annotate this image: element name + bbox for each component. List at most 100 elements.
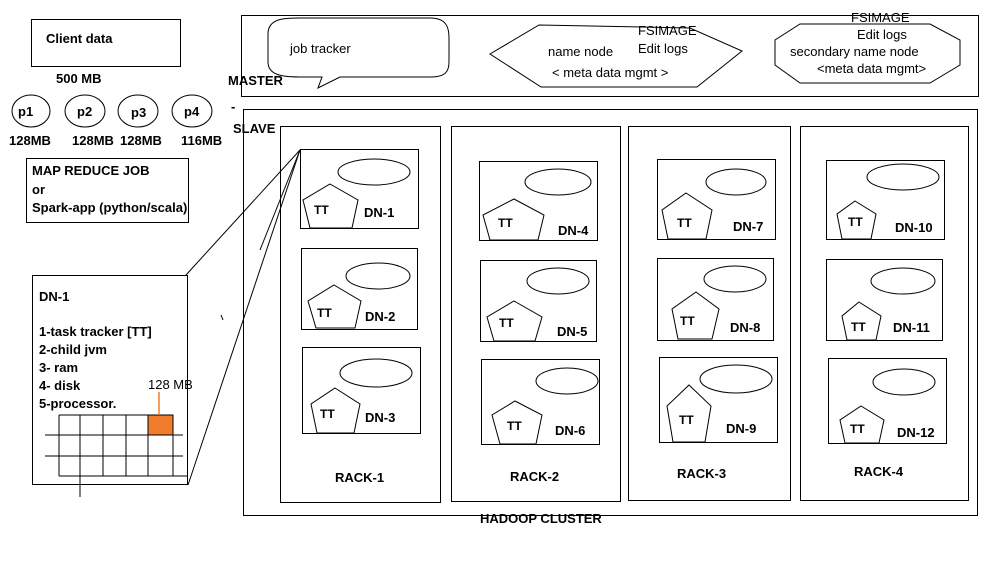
tt-label-3: TT [320,407,335,421]
partition-p3-label: p3 [131,105,147,120]
tt-label-10: TT [848,215,863,229]
dn-2-ellipse [345,262,411,290]
partition-p2-size: 128MB [72,133,114,148]
tt-label-11: TT [851,320,866,334]
slave-label: SLAVE [233,121,276,136]
rack-2-box [451,126,621,502]
dn-6-label: DN-6 [555,423,586,438]
dn-5-tt-pentagon [486,300,543,342]
slave-cluster-box [243,109,978,516]
rack-1-label: RACK-1 [335,470,385,485]
secondary-name-node-fsimage: FSIMAGE [851,10,910,25]
client-data-size: 500 MB [56,71,102,86]
secondary-name-node-title: secondary name node [790,44,919,59]
dn-12-tt-pentagon [839,405,885,444]
dn-9-label: DN-9 [726,421,757,436]
job-tracker-bubble [267,17,450,90]
task-tracker-pentagons [302,183,885,445]
secondary-name-node-meta: <meta data mgmt> [817,61,927,76]
dn-12-ellipse [872,368,936,396]
node-ellipses [337,158,940,396]
hadoop-cluster-label: HADOOP CLUSTER [480,511,602,526]
dn-1-label: DN-1 [364,205,395,220]
master-label: MASTER [228,73,283,88]
rack-3-label: RACK-3 [677,466,727,481]
dn-7-tt-pentagon [661,192,713,240]
rack-4-box [800,126,969,501]
dn-10-label: DN-10 [895,220,933,235]
dn-4-tt-pentagon [482,198,545,241]
dn-5-box [480,260,597,342]
dn-4-ellipse [524,168,592,196]
dn-5-ellipse [526,267,590,295]
job-line-2: or [32,182,45,197]
name-node-title: name node [548,44,614,59]
client-data-title: Client data [46,31,113,46]
dn-9-tt-pentagon [666,384,712,443]
job-line-3: Spark-app (python/scala) [32,200,188,215]
dn-2-box [301,248,418,330]
block-grid [45,414,187,497]
dn-9-box [659,357,778,443]
dn-3-label: DN-3 [365,410,396,425]
dn-9-ellipse [699,364,773,394]
rack-2-label: RACK-2 [510,469,560,484]
tt-label-12: TT [850,422,865,436]
rack-1-box [280,126,441,503]
master-box [241,15,979,97]
dn-2-tt-pentagon [307,284,362,329]
secondary-name-node-edit-logs: Edit logs [857,27,907,42]
tt-label-9: TT [679,413,694,427]
highlighted-block [147,414,174,436]
partition-p1-size: 128MB [9,133,51,148]
tt-label-2: TT [317,306,332,320]
client-data-box [31,19,181,67]
tt-label-8: TT [680,314,695,328]
dn-3-tt-pentagon [310,387,361,434]
dn-1-box [300,149,419,229]
dn-1-ellipse [337,158,411,186]
dn-10-tt-pentagon [836,200,877,240]
dn-1-tt-pentagon [302,183,359,229]
dn-detail-box [32,275,188,485]
dn-10-box [826,160,945,240]
zoom-line-top [185,149,301,276]
dn-8-box [657,258,774,341]
dn-5-label: DN-5 [557,324,588,339]
dn-7-box [657,159,776,240]
partition-p4-size: 116MB [181,133,223,148]
dn-6-box [481,359,600,445]
dn-4-box [479,161,598,241]
dn-11-tt-pentagon [841,301,882,341]
name-node-fsimage: FSIMAGE [638,23,697,38]
tt-label-4: TT [498,216,513,230]
master-slave-separator: - [231,99,236,114]
name-node-shape [489,24,743,88]
dn-detail-item-2: 2-child jvm [39,342,107,357]
dn-4-label: DN-4 [558,223,589,238]
name-node-meta: < meta data mgmt > [552,65,669,80]
partition-p4-label: p4 [184,104,200,119]
dn-11-label: DN-11 [893,320,930,335]
dn-6-tt-pentagon [491,400,543,445]
dn-11-ellipse [870,267,936,295]
dn-10-ellipse [866,163,940,191]
partition-p1-label: p1 [18,104,34,119]
rack-4-label: RACK-4 [854,464,904,479]
block-size-label: 128 MB [148,377,193,392]
dn-8-ellipse [703,265,767,293]
dn-3-box [302,347,421,434]
dn-detail-item-1: 1-task tracker [TT] [39,324,152,339]
partition-p2-label: p2 [77,104,93,119]
dn-8-label: DN-8 [730,320,761,335]
tt-label-6: TT [507,419,522,433]
dn-3-ellipse [339,358,413,388]
zoom-line-mid [259,149,301,251]
partition-p3-size: 128MB [120,133,162,148]
tt-label-5: TT [499,316,514,330]
dn-detail-item-3: 3- ram [39,360,79,375]
rack-3-box [628,126,791,501]
tt-label-1: TT [314,203,329,217]
zoom-line-bottom [187,149,301,486]
dn-12-label: DN-12 [897,425,935,440]
